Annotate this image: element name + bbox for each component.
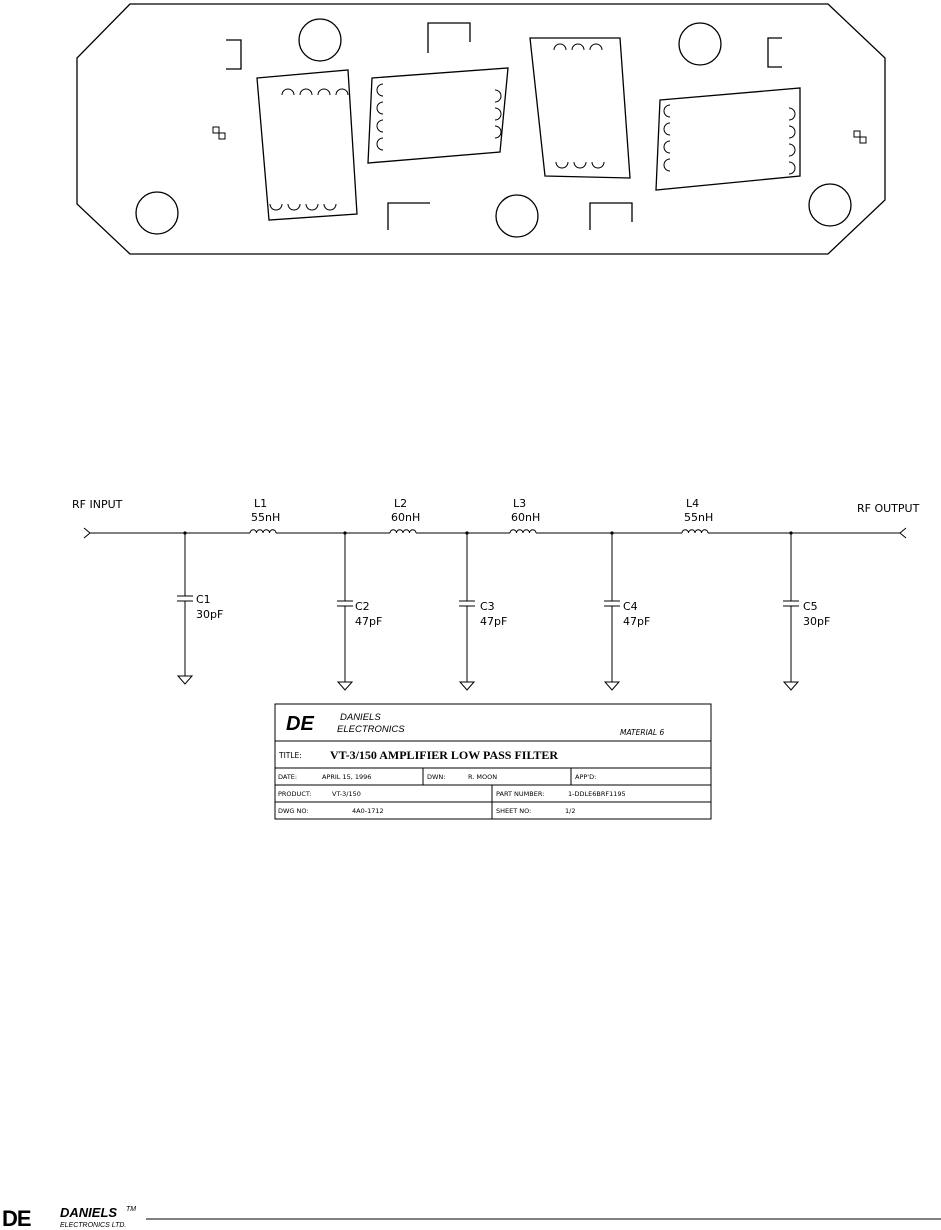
product-label: PRODUCT: bbox=[278, 790, 311, 798]
sheet-label: SHEET NO: bbox=[496, 807, 531, 815]
title-block-material-note: MATERIAL 6 bbox=[620, 728, 664, 737]
capacitor-ref: C5 bbox=[803, 600, 818, 613]
pcb-bracket bbox=[387, 202, 430, 230]
page-footer: DE DANIELS TM ELECTRONICS LTD. bbox=[2, 1205, 941, 1230]
date-value: APRIL 15, 1996 bbox=[322, 773, 371, 781]
pcb-coil-pad-1 bbox=[256, 69, 358, 221]
pcb-pad-pair bbox=[212, 126, 226, 140]
capacitor-c1: C1 30pF bbox=[176, 531, 223, 685]
part-label: PART NUMBER: bbox=[496, 790, 544, 798]
inductor-l3: L3 60nH bbox=[509, 497, 540, 534]
drawn-label: DWN: bbox=[427, 773, 445, 781]
part-value: 1-DDLE6BRF1195 bbox=[568, 790, 626, 798]
drawn-value: R. MOON bbox=[468, 773, 497, 781]
inductor-l1: L1 55nH bbox=[249, 497, 280, 534]
title-block: DE DANIELS ELECTRONICS MATERIAL 6 TITLE:… bbox=[274, 703, 712, 820]
inductor-l2: L2 60nH bbox=[389, 497, 420, 534]
capacitor-c4: C4 47pF bbox=[603, 531, 650, 691]
title-block-company-line1: DANIELS bbox=[340, 712, 381, 723]
capacitor-c5: C5 30pF bbox=[782, 531, 830, 691]
title-label: TITLE: bbox=[278, 751, 302, 760]
schematic: RF INPUT RF OUTPUT L1 55nH L2 60nH L3 60… bbox=[72, 497, 920, 691]
pcb-coil-pad-4 bbox=[655, 87, 801, 191]
pcb-bracket bbox=[767, 37, 782, 68]
capacitor-value: 30pF bbox=[196, 608, 223, 621]
footer-logo: DE bbox=[2, 1206, 31, 1230]
inductor-ref: L3 bbox=[513, 497, 526, 510]
inductor-value: 55nH bbox=[684, 511, 713, 524]
footer-company-name: DANIELS bbox=[60, 1205, 117, 1220]
capacitor-value: 47pF bbox=[355, 615, 382, 628]
date-label: DATE: bbox=[278, 773, 297, 781]
pcb-layout bbox=[76, 3, 886, 255]
capacitor-ref: C1 bbox=[196, 593, 211, 606]
pcb-mounting-hole bbox=[135, 191, 179, 235]
product-value: VT-3/150 bbox=[332, 790, 361, 798]
capacitor-ref: C2 bbox=[355, 600, 370, 613]
pcb-coil-pad-2 bbox=[367, 67, 509, 164]
title-value: VT-3/150 AMPLIFIER LOW PASS FILTER bbox=[330, 748, 558, 762]
sheet-value: 1/2 bbox=[565, 807, 575, 815]
footer-trademark: TM bbox=[126, 1206, 136, 1213]
title-block-logo: DE bbox=[286, 713, 314, 735]
capacitor-value: 47pF bbox=[480, 615, 507, 628]
capacitor-value: 30pF bbox=[803, 615, 830, 628]
input-terminal bbox=[83, 527, 91, 539]
pcb-mounting-hole bbox=[808, 183, 852, 227]
pcb-bracket bbox=[226, 39, 242, 70]
inductor-ref: L2 bbox=[394, 497, 407, 510]
inductor-ref: L4 bbox=[686, 497, 699, 510]
footer-company-sub: ELECTRONICS LTD. bbox=[60, 1222, 126, 1229]
output-terminal bbox=[899, 527, 907, 539]
pcb-mounting-hole bbox=[298, 18, 342, 62]
rf-output-label: RF OUTPUT bbox=[857, 502, 920, 515]
drawing-value: 4A0-1712 bbox=[352, 807, 384, 815]
pcb-pad-pair bbox=[853, 130, 867, 144]
pcb-bracket bbox=[589, 202, 633, 230]
inductor-l4: L4 55nH bbox=[681, 497, 713, 534]
pcb-mounting-hole bbox=[678, 22, 722, 66]
approved-label: APP'D: bbox=[575, 773, 596, 781]
pcb-mounting-hole bbox=[495, 194, 539, 238]
pcb-outline bbox=[76, 3, 886, 255]
inductor-ref: L1 bbox=[254, 497, 267, 510]
drawing-label: DWG NO: bbox=[278, 807, 309, 815]
capacitor-c3: C3 47pF bbox=[458, 531, 507, 691]
pcb-coil-pad-3 bbox=[529, 37, 631, 179]
rf-input-label: RF INPUT bbox=[72, 498, 123, 511]
pcb-bracket bbox=[427, 22, 471, 53]
capacitor-ref: C3 bbox=[480, 600, 495, 613]
inductor-value: 60nH bbox=[391, 511, 420, 524]
capacitor-ref: C4 bbox=[623, 600, 638, 613]
capacitor-value: 47pF bbox=[623, 615, 650, 628]
inductor-value: 55nH bbox=[251, 511, 280, 524]
title-block-company-line2: ELECTRONICS bbox=[337, 724, 405, 735]
capacitor-c2: C2 47pF bbox=[336, 531, 382, 691]
inductor-value: 60nH bbox=[511, 511, 540, 524]
